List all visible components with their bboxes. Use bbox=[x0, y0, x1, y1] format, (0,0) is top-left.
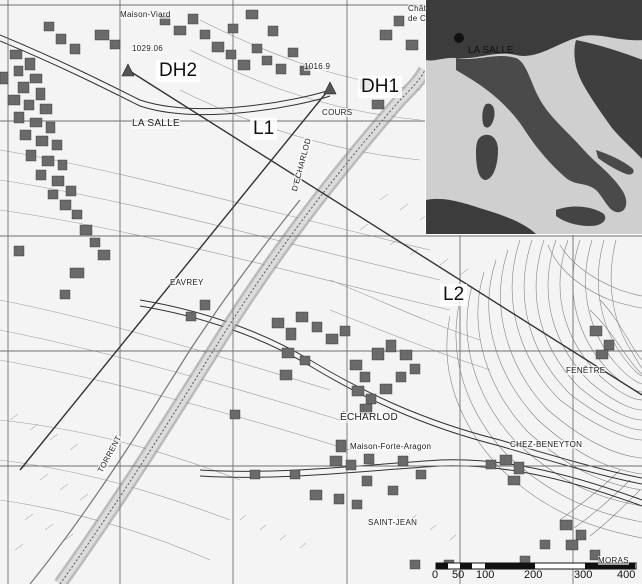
elevation-1016: 1016.9 bbox=[304, 62, 331, 71]
inset-map bbox=[425, 0, 642, 235]
scale-tick-50: 50 bbox=[452, 569, 465, 581]
buildings bbox=[0, 9, 615, 570]
place-de-c: de C bbox=[408, 14, 427, 23]
scale-tick-0: 0 bbox=[432, 569, 439, 581]
elevation-1029: 1029.06 bbox=[132, 44, 164, 53]
inset-canvas bbox=[426, 0, 642, 234]
label-dh1: DH1 bbox=[358, 76, 403, 98]
scale-tick-400: 400 bbox=[617, 569, 636, 581]
dh2-triangle-icon bbox=[121, 63, 135, 77]
place-chateau: Chât bbox=[408, 4, 427, 13]
place-moras: MORAS bbox=[598, 556, 629, 565]
scale-tick-300: 300 bbox=[574, 569, 593, 581]
vineyard-pattern bbox=[9, 193, 469, 551]
scale-bar bbox=[435, 562, 637, 570]
place-maison-forte-aragon: Maison-Forte-Aragon bbox=[350, 442, 432, 451]
river-channel bbox=[29, 66, 432, 584]
label-l1: L1 bbox=[250, 118, 278, 140]
inset-label: LA SALLE bbox=[468, 45, 514, 56]
place-fenetre: FENÊTRE bbox=[566, 366, 606, 375]
hill-contours bbox=[446, 239, 642, 539]
line-l2 bbox=[127, 69, 642, 396]
label-dh2: DH2 bbox=[156, 60, 201, 82]
place-echarlod: ÉCHARLOD bbox=[340, 412, 398, 423]
place-la-salle: LA SALLE bbox=[132, 118, 180, 129]
label-l2: L2 bbox=[440, 284, 468, 306]
place-cours: COURS bbox=[322, 108, 353, 117]
dh1-triangle-icon bbox=[323, 81, 337, 95]
place-chez-beneyton: CHEZ-BENEYTON bbox=[510, 440, 583, 449]
place-maison-viard: Maison-Viard bbox=[120, 10, 171, 19]
place-eavrey: EAVREY bbox=[170, 278, 204, 287]
place-saint-jean: SAINT-JEAN bbox=[368, 518, 418, 527]
scale-tick-200: 200 bbox=[524, 569, 543, 581]
drill-hole-markers bbox=[121, 63, 337, 95]
contour-lines bbox=[0, 19, 491, 561]
la-salle-location-icon bbox=[454, 33, 464, 43]
scale-tick-100: 100 bbox=[476, 569, 495, 581]
